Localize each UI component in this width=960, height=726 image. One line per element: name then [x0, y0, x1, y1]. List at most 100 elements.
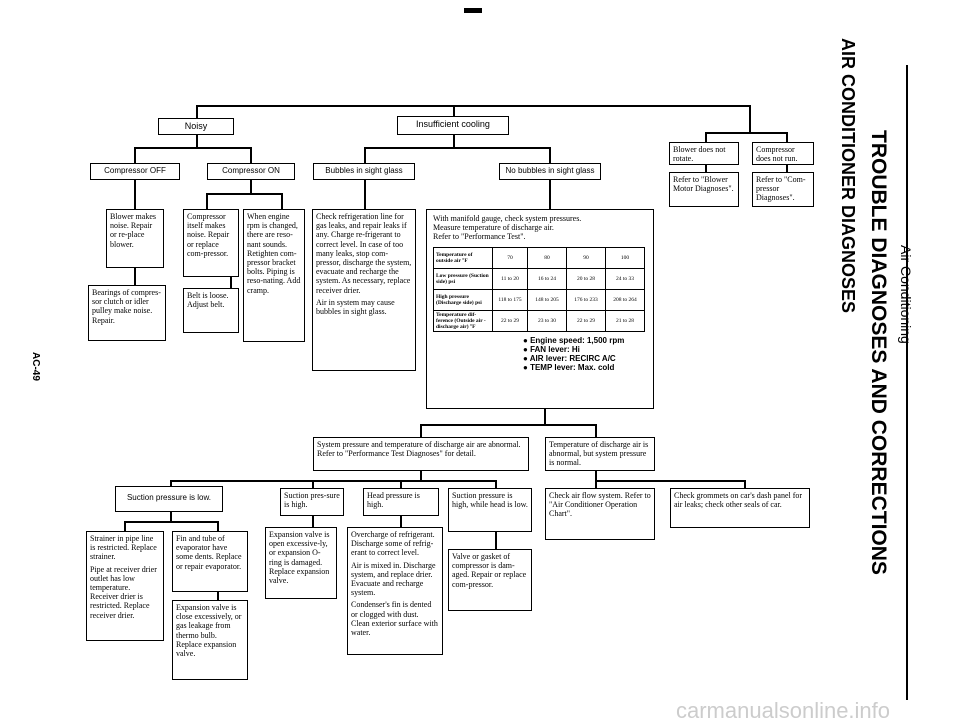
compressor-not-run-box: Compressor does not run.	[752, 142, 814, 165]
no-bubbles-label: No bubbles in sight glass	[505, 166, 595, 175]
expansion-close-text: Expansion valve is close excessively, or…	[176, 603, 242, 658]
list-item: AIR lever: RECIRC A/C	[523, 354, 647, 363]
bubbles-box: Bubbles in sight glass	[313, 163, 415, 180]
refer-blower-box: Refer to "Blower Motor Diagnoses".	[669, 172, 739, 207]
check-grommets-box: Check grommets on car's dash panel for a…	[670, 488, 810, 528]
test-conditions-list: Engine speed: 1,500 rpm FAN lever: Hi AI…	[523, 336, 647, 373]
air-in-system-text: Air in system may cause bubbles in sight…	[316, 297, 395, 316]
table-cell: High pressure (Discharge side) psi	[433, 288, 493, 311]
temp-abnormal-box: Temperature of discharge air is abnormal…	[545, 437, 655, 471]
refer-compressor-text: Refer to "Com-pressor Diagnoses".	[756, 175, 806, 203]
noisy-box: Noisy	[158, 118, 234, 135]
table-cell: 22 to 29	[566, 309, 606, 332]
compressor-on-label: Compressor ON	[222, 166, 280, 175]
bubbles-label: Bubbles in sight glass	[325, 166, 403, 175]
compressor-on-box: Compressor ON	[207, 163, 295, 180]
table-cell: 118 to 175	[492, 288, 528, 311]
overcharge-box: Overcharge of refrigerant. Discharge som…	[347, 527, 443, 655]
performance-table: Temperature of outside air °F 70 80 90 1…	[433, 246, 645, 332]
table-cell: Temperature of outside air °F	[433, 246, 493, 269]
suction-low-box: Suction pressure is low.	[115, 486, 223, 512]
table-row: High pressure (Discharge side) psi 118 t…	[433, 288, 645, 311]
table-row: Temperature dif-ference (Outside air - d…	[433, 309, 645, 332]
table-cell: 70	[492, 246, 528, 269]
compressor-itself-box: Compressor itself makes noise. Repair or…	[183, 209, 239, 277]
list-item: TEMP lever: Max. cold	[523, 363, 647, 372]
receiver-drier-text: Pipe at receiver drier outlet has low te…	[90, 564, 157, 620]
system-abnormal-box: System pressure and temperature of disch…	[313, 437, 529, 471]
temp-abnormal-text: Temperature of discharge air is abnormal…	[549, 440, 649, 468]
table-row: Temperature of outside air °F 70 80 90 1…	[433, 246, 645, 269]
refer-compressor-box: Refer to "Com-pressor Diagnoses".	[752, 172, 814, 207]
top-mark	[464, 8, 482, 13]
bearings-text: Bearings of compres-sor clutch or idler …	[92, 288, 161, 325]
belt-loose-box: Belt is loose. Adjust belt.	[183, 288, 239, 333]
strainer-box: Strainer in pipe line is restricted. Rep…	[86, 531, 164, 641]
suction-high-head-low-box: Suction pressure is high, while head is …	[448, 488, 532, 532]
head-high-box: Head pressure is high.	[363, 488, 439, 516]
blower-not-rotate-box: Blower does not rotate.	[669, 142, 739, 165]
table-cell: 20 to 28	[566, 267, 606, 290]
table-cell: 16 to 24	[527, 267, 567, 290]
when-engine-text: When engine rpm is changed, there are re…	[247, 212, 301, 295]
watermark: carmanualsonline.info	[676, 698, 891, 723]
no-bubbles-box: No bubbles in sight glass	[499, 163, 601, 180]
condenser-fin-text: Condenser's fin is dented or clogged wit…	[351, 600, 438, 637]
compressor-itself-text: Compressor itself makes noise. Repair or…	[187, 212, 230, 258]
blower-not-rotate-text: Blower does not rotate.	[673, 145, 726, 164]
suction-low-text: Suction pressure is low.	[126, 493, 212, 502]
suction-high-text: Suction pres-sure is high.	[284, 491, 340, 510]
table-cell: 80	[527, 246, 567, 269]
page-number: AC-49	[30, 352, 41, 381]
check-air-flow-box: Check air flow system. Refer to "Air Con…	[545, 488, 655, 540]
air-mixed-text: Air is mixed in. Discharge system, and r…	[351, 560, 436, 598]
insufficient-cooling-label: Insufficient cooling	[416, 119, 490, 129]
table-row: Low pressure (Suction side) psi 11 to 20…	[433, 267, 645, 290]
valve-gasket-text: Valve or gasket of compressor is dam-age…	[452, 552, 527, 589]
table-cell: 148 to 205	[527, 288, 567, 311]
compressor-off-box: Compressor OFF	[90, 163, 180, 180]
table-cell: 100	[605, 246, 645, 269]
insufficient-cooling-box: Insufficient cooling	[397, 116, 509, 135]
suction-high-head-low-text: Suction pressure is high, while head is …	[452, 491, 528, 510]
page-subtitle: AIR CONDITIONER DIAGNOSES	[838, 38, 858, 314]
expansion-close-box: Expansion valve is close excessively, or…	[172, 600, 248, 680]
check-refrigeration-box: Check refrigeration line for gas leaks, …	[312, 209, 416, 371]
title-rule	[906, 65, 908, 700]
compressor-off-label: Compressor OFF	[104, 166, 166, 175]
refer-blower-text: Refer to "Blower Motor Diagnoses".	[673, 175, 734, 194]
page-title: TROUBLE DIAGNOSES AND CORRECTIONS	[867, 130, 890, 575]
table-cell: Low pressure (Suction side) psi	[433, 267, 493, 290]
system-abnormal-text: System pressure and temperature of disch…	[317, 440, 521, 459]
table-cell: 23 to 30	[527, 309, 567, 332]
manifold-box: With manifold gauge, check system pressu…	[426, 209, 654, 409]
bearings-box: Bearings of compres-sor clutch or idler …	[88, 285, 166, 341]
compressor-not-run-text: Compressor does not run.	[756, 145, 798, 164]
table-cell: 21 to 28	[605, 309, 645, 332]
table-cell: 208 to 264	[605, 288, 645, 311]
suction-high-box: Suction pres-sure is high.	[280, 488, 344, 516]
strainer-text: Strainer in pipe line is restricted. Rep…	[90, 534, 157, 562]
noisy-label: Noisy	[184, 121, 208, 131]
table-cell: 22 to 29	[492, 309, 528, 332]
expansion-open-box: Expansion valve is open excessive-ly, or…	[265, 527, 337, 599]
expansion-open-text: Expansion valve is open excessive-ly, or…	[269, 530, 330, 585]
list-item: Engine speed: 1,500 rpm	[523, 336, 647, 345]
belt-loose-text: Belt is loose. Adjust belt.	[187, 291, 229, 310]
table-cell: 176 to 233	[566, 288, 606, 311]
fin-tube-text: Fin and tube of evaporator have some den…	[176, 534, 242, 571]
when-engine-box: When engine rpm is changed, there are re…	[243, 209, 305, 342]
fin-tube-box: Fin and tube of evaporator have some den…	[172, 531, 248, 592]
blower-makes-noise-box: Blower makes noise. Repair or re-place b…	[106, 209, 164, 268]
head-high-text: Head pressure is high.	[367, 491, 420, 510]
overcharge-text: Overcharge of refrigerant. Discharge som…	[351, 530, 435, 558]
table-cell: 24 to 33	[605, 267, 645, 290]
manifold-line-3: Refer to "Performance Test".	[433, 232, 526, 242]
table-cell: 90	[566, 246, 606, 269]
table-cell: 11 to 20	[492, 267, 528, 290]
valve-gasket-box: Valve or gasket of compressor is dam-age…	[448, 549, 532, 611]
manifold-line-2: Measure temperature of discharge air.	[433, 223, 554, 233]
list-item: FAN lever: Hi	[523, 345, 647, 354]
table-cell: Temperature dif-ference (Outside air - d…	[433, 309, 493, 332]
check-air-flow-text: Check air flow system. Refer to "Air Con…	[549, 491, 651, 519]
